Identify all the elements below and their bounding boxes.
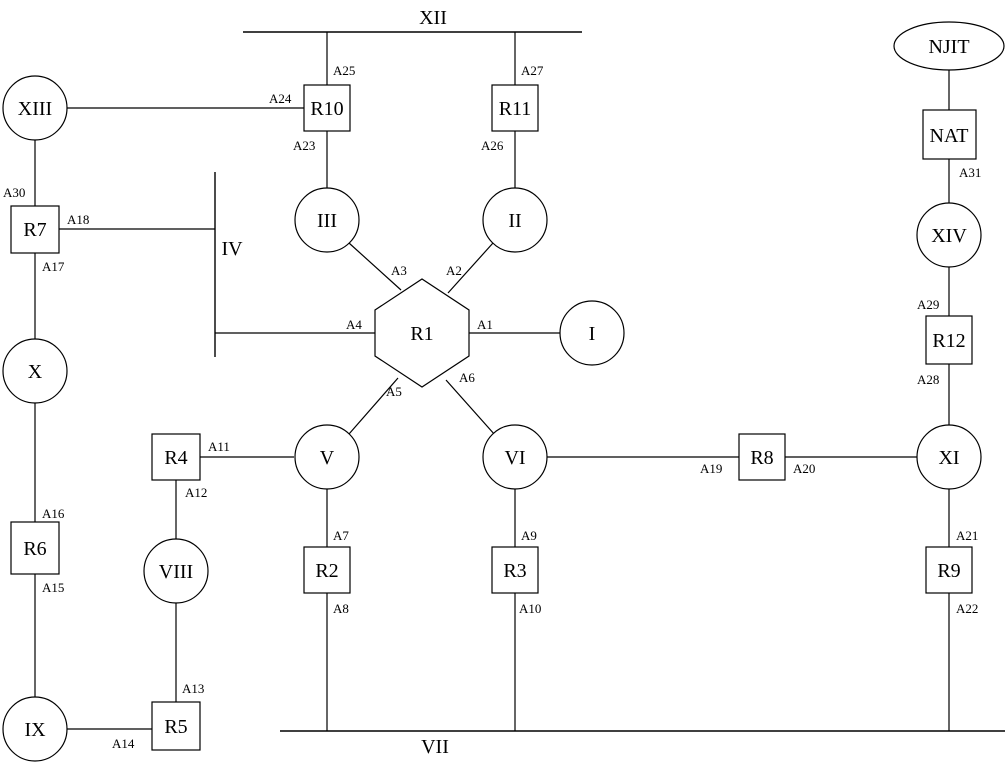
interface-a8-label: A8	[333, 601, 349, 616]
network-xiv-shape	[916, 202, 982, 268]
interface-a26-label: A26	[481, 138, 504, 153]
interface-a31-label: A31	[959, 165, 981, 180]
interface-a9-label: A9	[521, 528, 537, 543]
interface-a17-label: A17	[42, 259, 65, 274]
connection-wires	[34, 32, 950, 731]
router-boxes	[10, 84, 977, 751]
interface-a19-label: A19	[700, 461, 722, 476]
interface-a25-label: A25	[333, 63, 355, 78]
interface-a14-label: A14	[112, 736, 135, 751]
network-ii-label: II	[508, 210, 521, 232]
network-viii-label: VIII	[159, 561, 193, 583]
network-ix-shape	[2, 696, 68, 762]
router-r7-label: R7	[23, 219, 46, 241]
interface-a10-label: A10	[519, 601, 541, 616]
interface-a15-label: A15	[42, 580, 64, 595]
router-r3-shape	[491, 546, 539, 594]
network-xi-label: XI	[938, 447, 959, 469]
router-r6-label: R6	[23, 538, 46, 560]
network-i-label: I	[589, 323, 596, 345]
network-v-shape	[294, 424, 360, 490]
wire-r1-iii	[348, 242, 402, 291]
network-ix-label: IX	[24, 719, 46, 741]
interface-a22-label: A22	[956, 601, 978, 616]
bus-xii-label: XII	[419, 7, 447, 29]
interface-a5-label: A5	[386, 384, 402, 399]
network-njit-shape	[893, 21, 1005, 71]
interface-a18-label: A18	[67, 212, 89, 227]
interface-a11-label: A11	[208, 439, 230, 454]
network-x-shape	[2, 338, 68, 404]
interface-a13-label: A13	[182, 681, 204, 696]
router-r1-shape	[374, 278, 470, 388]
router-r12-shape	[925, 315, 973, 365]
network-circles	[2, 21, 1005, 762]
wire-r1-vi	[445, 379, 496, 436]
router-r8-label: R8	[750, 447, 773, 469]
router-r9-shape	[925, 546, 973, 594]
interface-a21-label: A21	[956, 528, 978, 543]
interface-a3-label: A3	[391, 263, 407, 278]
network-iii-label: III	[317, 210, 337, 232]
wire-r1-v	[348, 377, 399, 435]
router-r4-shape	[151, 433, 201, 481]
interface-a7-label: A7	[333, 528, 349, 543]
router-nat-shape	[922, 109, 977, 160]
network-xiii-label: XIII	[18, 98, 52, 120]
router-r5-shape	[151, 701, 201, 751]
interface-a6-label: A6	[459, 370, 475, 385]
interface-a12-label: A12	[185, 485, 207, 500]
router-r5-label: R5	[164, 716, 187, 738]
router-r11-shape	[491, 84, 539, 132]
router-r10-label: R10	[310, 98, 343, 120]
bus-vii-label: VII	[421, 736, 449, 758]
router-nat-label: NAT	[930, 125, 969, 147]
network-xi-shape	[916, 424, 982, 490]
router-r9-label: R9	[937, 560, 960, 582]
network-vi-label: VI	[504, 447, 525, 469]
interface-a30-label: A30	[3, 185, 25, 200]
network-njit-label: NJIT	[928, 36, 969, 58]
router-r1-label: R1	[410, 323, 433, 345]
interface-labels: A1 A2 A3 A4 A5 A6 A7 A8 A9 A10 A11 A12 A…	[3, 63, 981, 751]
interface-a16-label: A16	[42, 506, 65, 521]
router-r8-shape	[738, 433, 786, 481]
router-r2-shape	[303, 546, 351, 594]
wire-r1-ii	[447, 242, 494, 294]
interface-a2-label: A2	[446, 263, 462, 278]
router-r10-shape	[303, 84, 351, 132]
interface-a27-label: A27	[521, 63, 544, 78]
router-r6-shape	[10, 521, 60, 575]
bus-iv-label: IV	[221, 238, 243, 260]
router-r3-label: R3	[503, 560, 526, 582]
network-i-shape	[559, 300, 625, 366]
router-r2-label: R2	[315, 560, 338, 582]
interface-a20-label: A20	[793, 461, 815, 476]
network-xiii-shape	[2, 75, 68, 141]
router-r12-label: R12	[932, 330, 965, 352]
interface-a4-label: A4	[346, 317, 362, 332]
interface-a23-label: A23	[293, 138, 315, 153]
interface-a29-label: A29	[917, 297, 939, 312]
network-ii-shape	[482, 187, 548, 253]
interface-a24-label: A24	[269, 91, 292, 106]
router-r7-shape	[10, 205, 60, 254]
interface-a28-label: A28	[917, 372, 939, 387]
network-iii-shape	[294, 187, 360, 253]
network-viii-shape	[143, 538, 209, 604]
network-vi-shape	[482, 424, 548, 490]
router-r11-label: R11	[499, 98, 532, 120]
network-v-label: V	[320, 447, 335, 469]
interface-a1-label: A1	[477, 317, 493, 332]
network-x-label: X	[28, 361, 43, 383]
router-r4-label: R4	[164, 447, 187, 469]
network-xiv-label: XIV	[931, 225, 967, 247]
